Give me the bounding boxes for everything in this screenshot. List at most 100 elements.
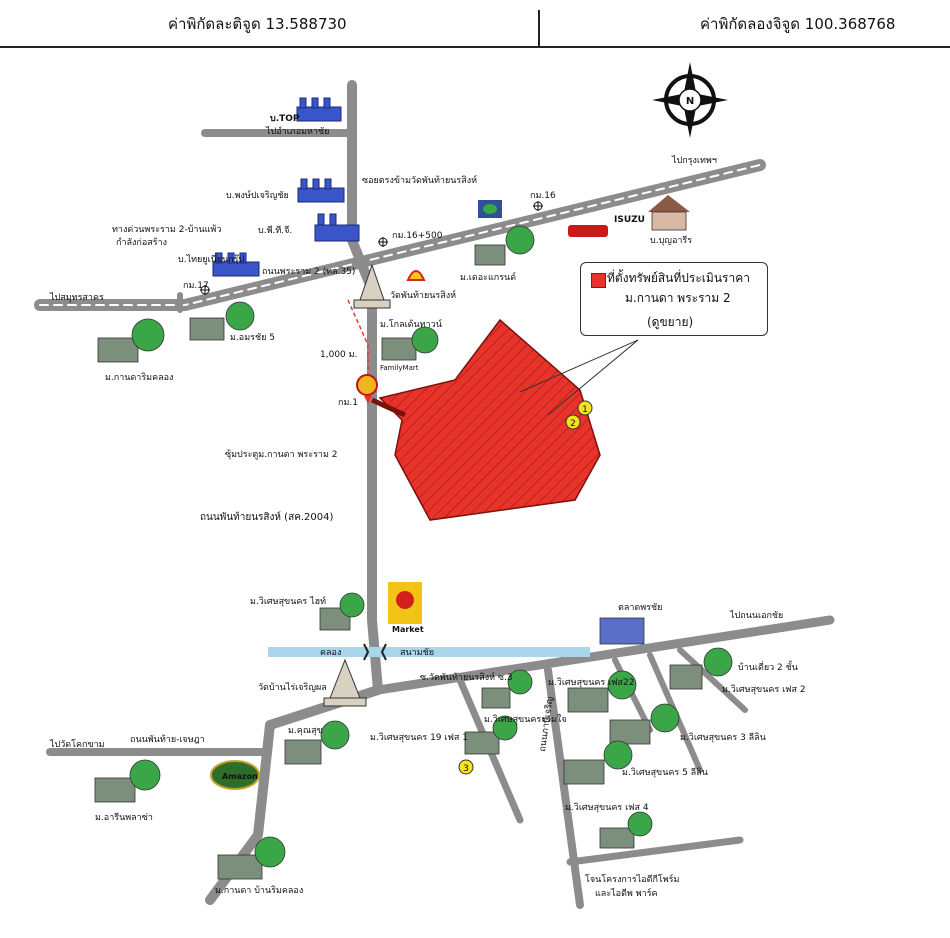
rama2-centerline <box>39 164 761 306</box>
village-icon <box>217 836 286 880</box>
amazon-cafe-icon <box>210 760 260 790</box>
label-pt: บ.พี.ที.จี. <box>258 225 292 236</box>
label-amazon: Amazon <box>222 772 258 781</box>
km-marker-icon <box>378 237 388 247</box>
factory-icon <box>212 252 260 277</box>
label-to-kok-kham: ไปถนนเอกชัย <box>729 610 783 621</box>
label-distance: 1,000 ม. <box>320 350 357 360</box>
label-phantai-road: ถนนพันท้ายนรสิงห์ (สค.2004) <box>200 511 334 523</box>
branch-road-e <box>677 647 748 713</box>
header-divider <box>538 10 540 48</box>
label-isuzu: ISUZU <box>614 215 645 225</box>
village-icon <box>381 326 439 361</box>
label-wisetsuk5: ม.วิเศษสุขนคร 5 ลีลิน <box>622 767 708 778</box>
svg-text:3: 3 <box>463 764 469 774</box>
label-km16-500: กม.16+500 <box>392 231 443 241</box>
road-network <box>34 80 835 909</box>
village-icon <box>474 225 535 266</box>
label-ideo: โจนโครงการไอดีกีโพร์ม <box>585 873 680 885</box>
svg-text:1: 1 <box>582 405 588 415</box>
label-to-samut: ไปสมุทรสาคร <box>49 292 104 303</box>
phantai-road <box>205 285 383 905</box>
label-ekachai-road: ถนนพันท้าย-เจษฎา <box>130 734 205 745</box>
km-marker-icon <box>200 285 210 295</box>
label-familymart: FamilyMart <box>380 364 419 372</box>
site-access-road <box>370 397 407 418</box>
factory-icon <box>296 97 342 122</box>
temple-icon <box>353 263 391 309</box>
label-thai-union: บ.ไทยยูเนี่ยนกรุ๊ป <box>178 252 245 265</box>
village-icon <box>284 720 350 765</box>
label-khlong: คลอง <box>320 648 341 658</box>
shell-station-icon <box>406 270 426 281</box>
label-kanda-ban: ม.กานดา บ้านริมคลอง <box>215 885 303 896</box>
village-icon <box>94 759 161 803</box>
label-the-grand: ม.เดอะแกรนด์ <box>460 271 516 283</box>
label-bunjaree: บ.บุญอารีร <box>650 235 692 246</box>
temple-icon <box>323 658 367 707</box>
label-entrance: ซุ้มประตูม.กานดา พระราม 2 <box>225 449 337 460</box>
label-wisetsuk-height: ม.วิเศษสุขนคร ไฮท์ <box>250 595 326 607</box>
label-market-c: Market <box>392 625 424 634</box>
legend-pointer-2 <box>547 339 639 416</box>
label-ban-single: บ้านเดี่ยว 2 ชั้น <box>738 660 798 673</box>
svg-text:2: 2 <box>570 419 576 429</box>
village-icon <box>319 592 365 631</box>
label-kukan: ม.คุณสุข <box>288 726 323 736</box>
village-icon <box>189 301 255 341</box>
label-porn-charoen: บ.พงษ์ปเจริญชัย <box>226 189 289 201</box>
legend-title: ที่ตั้งทรัพย์สินที่ประเมินราคา <box>607 271 750 285</box>
village-icon <box>669 647 733 690</box>
compass-letter: N <box>686 96 694 107</box>
label-to-khlong-kham: ไปวัดโคกขาม <box>49 739 105 750</box>
label-wisetsuk-phase2: ม.วิเศษสุขนคร เฟส 2 <box>722 684 806 695</box>
village-icon <box>563 740 633 785</box>
soi3-road <box>373 615 835 695</box>
factory-icon <box>314 213 360 242</box>
label-expressway: ทางด่วนพระราม 2-บ้านแพ้ว <box>112 224 221 235</box>
label-wisetsuk-ruam: ม.วิเศษสุขนครรวมใจ <box>484 714 567 725</box>
label-arin: ม.อารีนพลาซ่า <box>95 812 153 823</box>
leaf-logo-icon <box>478 200 502 218</box>
photo-marker-1: 1 <box>577 400 593 416</box>
latitude-text: ค่าพิกัดละติจูด 13.588730 <box>168 15 347 33</box>
canal-bridge <box>363 643 387 661</box>
property-site-polygon <box>378 318 601 521</box>
isuzu-car-icon <box>568 225 608 237</box>
label-talat-porachai: ตลาดพรชัย <box>618 603 662 613</box>
village-icon <box>464 715 518 755</box>
label-km17: กม.17 <box>183 281 209 291</box>
village-icon <box>97 318 165 363</box>
label-rama2: ถนนพระราม 2 (ทล.35) <box>262 267 355 277</box>
village-icon <box>481 669 533 709</box>
factory-icon <box>297 178 345 203</box>
longitude-text: ค่าพิกัดลองจิจูด 100.368768 <box>700 15 896 33</box>
label-soi-phantai3: ซ.วัดพันท้ายนรสิงห์ ซ.3 <box>420 671 513 683</box>
label-top: บ.TOP <box>270 114 300 124</box>
big-c-market-icon <box>388 582 422 624</box>
label-construct: กำลังก่อสร้าง <box>116 237 167 248</box>
label-km1: กม.1 <box>338 398 358 408</box>
label-wat-phantai: วัดพันท้ายนรสิงห์ <box>390 289 456 301</box>
label-amornchai: ม.อมรชัย 5 <box>230 333 275 343</box>
label-top2: ไปอำเภอมหาชัย <box>265 126 329 137</box>
house-icon <box>648 195 690 231</box>
label-wisetsuk4: ม.วิเศษสุขนคร เฟส 4 <box>565 802 649 813</box>
label-sanam-chai: สนามชัย <box>400 648 434 658</box>
label-to-bangkok: ไปกรุงเทพฯ <box>671 155 717 166</box>
site-swatch <box>591 273 606 288</box>
label-golden-town: ม.โกลเด้นทาวน์ <box>380 318 442 330</box>
km-marker-icon <box>533 201 543 211</box>
photo-marker-3: 3 <box>458 759 474 775</box>
ideo-road <box>566 836 744 866</box>
village-icon <box>609 703 680 745</box>
label-wisetsuk3: ม.วิเศษสุขนคร 3 ลีลิน <box>680 732 766 743</box>
legend-subtitle: ม.กานดา พระราม 2 <box>625 291 731 305</box>
label-wisetsuk22: ม.วิเศษสุขนคร เฟส22 <box>548 677 634 688</box>
compass-rose-icon: N <box>652 62 728 138</box>
photo-marker-2: 2 <box>565 414 581 430</box>
distance-arrowhead <box>364 396 372 404</box>
label-wat-ban-rai: วัดบ้านไร่เจริญผล <box>258 682 327 693</box>
branch-road-b <box>544 666 584 909</box>
